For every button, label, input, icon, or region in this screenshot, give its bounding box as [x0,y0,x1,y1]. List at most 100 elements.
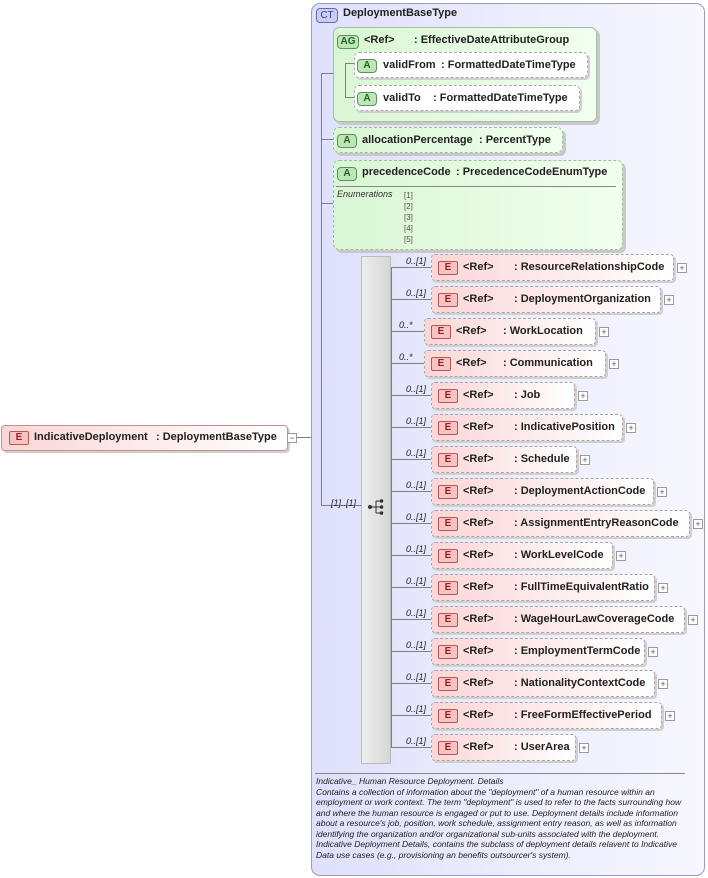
ag-inner-trunk [345,63,346,97]
element-name: : WorkLocation [503,325,583,337]
attribute-precedencecode[interactable]: A precedenceCode : PrecedenceCodeEnumTyp… [333,160,623,250]
ag-inner-branch-2 [345,97,354,98]
expand-toggle-icon[interactable]: + [609,359,619,369]
element-name: : DeploymentActionCode [514,485,646,497]
element-box[interactable]: E<Ref>: FullTimeEquivalentRatio [431,574,655,601]
enumeration-value: [3] [404,213,413,222]
element-box[interactable]: E<Ref>: EmploymentTermCode [431,638,645,665]
element-multiplicity: 0..[1] [406,256,427,266]
element-connector [391,267,431,268]
expand-toggle-icon[interactable]: + [677,263,687,273]
attribute-type: : FormattedDateTimeType [441,59,576,71]
attribute-allocationpercentage[interactable]: A allocationPercentage : PercentType [333,127,563,153]
element-connector [391,555,431,556]
attribute-group-tag-icon: AG [337,35,359,49]
element-connector [391,587,431,588]
attribute-name: precedenceCode [362,166,451,178]
element-connector [391,523,431,524]
element-multiplicity: 0..[1] [406,544,427,554]
branch-seq [321,505,361,506]
expand-toggle-icon[interactable]: + [664,295,674,305]
expand-toggle-icon[interactable]: + [688,615,698,625]
element-ref: <Ref> [456,357,487,369]
element-multiplicity: 0..* [399,352,413,362]
expand-toggle-icon[interactable]: + [599,327,609,337]
element-box[interactable]: E<Ref>: ResourceRelationshipCode [431,254,674,281]
element-box[interactable]: E<Ref>: DeploymentOrganization [431,286,661,313]
element-connector [391,299,431,300]
element-tag-icon: E [438,741,458,755]
element-tag-icon: E [438,549,458,563]
element-box[interactable]: E<Ref>: NationalityContextCode [431,670,655,697]
element-multiplicity: 0..[1] [406,736,427,746]
element-connector [391,747,431,748]
branch-attr-1 [321,139,333,140]
expand-toggle-icon[interactable]: + [579,743,589,753]
expand-toggle-icon[interactable]: + [657,487,667,497]
element-name: : Job [514,389,541,401]
trunk-line [321,73,322,505]
element-box[interactable]: E<Ref>: WageHourLawCoverageCode [431,606,685,633]
element-multiplicity: 0..[1] [406,448,427,458]
element-box[interactable]: E<Ref>: Schedule [431,446,577,473]
element-name: : WageHourLawCoverageCode [514,613,675,625]
element-tag-icon: E [438,645,458,659]
element-box[interactable]: E<Ref>: WorkLevelCode [431,542,613,569]
element-name: : AssignmentEntryReasonCode [514,517,679,529]
expand-toggle-icon[interactable]: + [578,391,588,401]
element-name: : FreeFormEffectivePeriod [514,709,652,721]
enumeration-value: [2] [404,202,413,211]
enumeration-list: [1] [2] [3] [4] [5] [404,190,413,245]
expand-toggle-icon[interactable]: + [626,423,636,433]
element-connector [391,459,431,460]
element-tag-icon: E [431,325,451,339]
complex-type-name: DeploymentBaseType [343,7,458,19]
attribute-type: : PrecedenceCodeEnumType [456,166,608,178]
description-body: Contains a collection of information abo… [316,786,682,860]
expand-toggle-icon[interactable]: + [648,647,658,657]
element-box[interactable]: E<Ref>: DeploymentActionCode [431,478,654,505]
element-box[interactable]: E<Ref>: Communication [424,350,606,377]
ag-inner-branch-1 [345,63,354,64]
element-connector [391,427,431,428]
element-tag-icon: E [438,517,458,531]
element-ref: <Ref> [463,677,494,689]
expand-toggle-icon[interactable]: + [665,711,675,721]
element-box[interactable]: E<Ref>: IndicativePosition [431,414,623,441]
element-name: : Schedule [514,453,570,465]
attribute-validto[interactable]: A validTo : FormattedDateTimeType [354,85,580,111]
element-box[interactable]: E<Ref>: Job [431,382,575,409]
enumeration-value: [4] [404,224,413,233]
element-name: : Communication [503,357,593,369]
expand-toggle-icon[interactable]: + [693,519,703,529]
expand-toggle-icon[interactable]: + [616,551,626,561]
expand-toggle-icon[interactable]: + [580,455,590,465]
element-multiplicity: 0..[1] [406,384,427,394]
sequence-icon [368,499,384,515]
element-connector [391,491,431,492]
element-multiplicity: 0..[1] [406,608,427,618]
collapse-toggle-icon[interactable]: − [287,433,297,443]
connector-root [297,437,322,438]
root-element[interactable]: E IndicativeDeployment : DeploymentBaseT… [1,425,288,451]
element-ref: <Ref> [463,261,494,273]
element-box[interactable]: E <Ref> : WorkLocation [424,318,596,345]
element-connector [391,715,431,716]
element-connector [391,363,424,364]
description-divider [315,773,685,774]
element-box[interactable]: E<Ref>: AssignmentEntryReasonCode [431,510,690,537]
expand-toggle-icon[interactable]: + [658,583,668,593]
element-box[interactable]: E<Ref>: FreeFormEffectivePeriod [431,702,662,729]
expand-toggle-icon[interactable]: + [658,679,668,689]
attribute-validfrom[interactable]: A validFrom : FormattedDateTimeType [354,52,588,78]
element-ref: <Ref> [463,485,494,497]
element-ref: <Ref> [456,325,487,337]
element-name: : IndicativePosition [514,421,615,433]
element-ref: <Ref> [463,741,494,753]
element-multiplicity: 0..[1] [406,288,427,298]
element-box[interactable]: E<Ref>: UserArea [431,734,576,761]
element-ref: <Ref> [463,453,494,465]
root-element-type: : DeploymentBaseType [156,431,277,443]
element-name: : EmploymentTermCode [514,645,641,657]
attribute-name: allocationPercentage [362,134,473,146]
